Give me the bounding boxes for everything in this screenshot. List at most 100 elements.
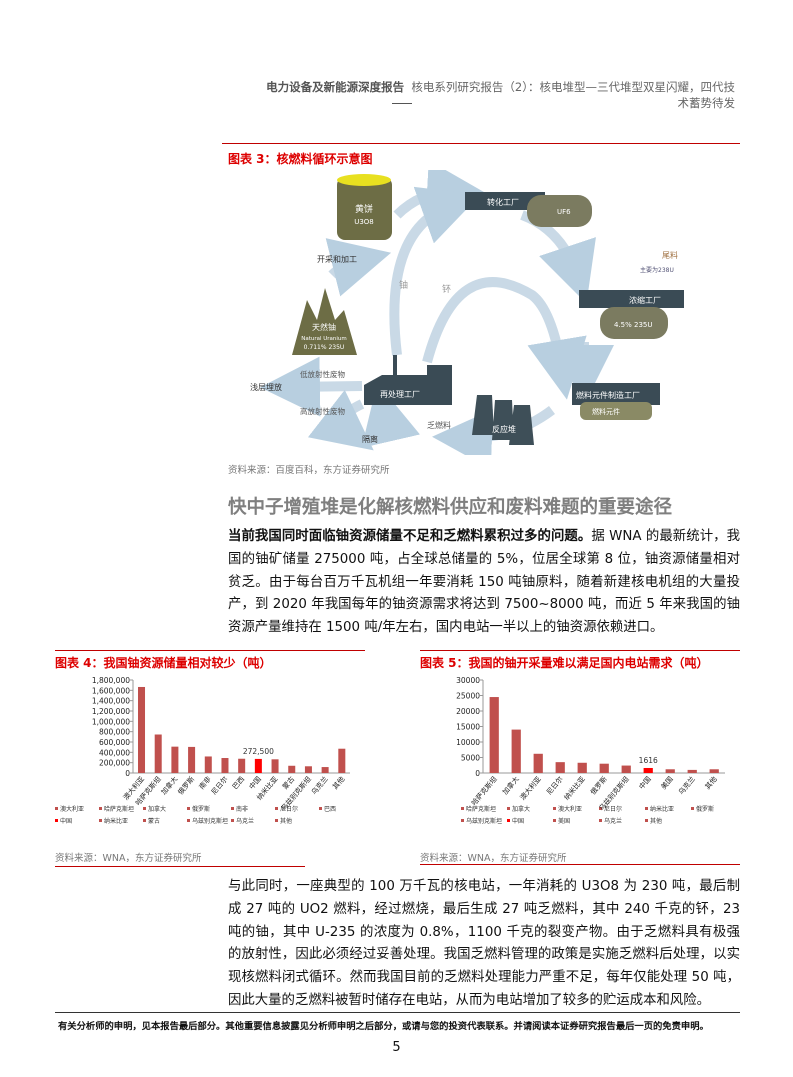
legend-entry: 美国 xyxy=(558,817,570,825)
section-heading: 快中子增殖堆是化解核燃料供应和废料难题的重要途径 xyxy=(228,497,673,518)
legend-swatch xyxy=(55,807,58,810)
bar-10 xyxy=(304,766,312,773)
svg-text:隔离: 隔离 xyxy=(362,434,378,444)
figure3-source: 资料来源：百度百科，东方证券研究所 xyxy=(228,465,390,476)
y-tick-label: 10000 xyxy=(456,738,480,747)
x-tick-label: 美国 xyxy=(659,775,675,792)
svg-text:尾料: 尾料 xyxy=(662,250,678,260)
x-tick-label: 其他 xyxy=(330,775,346,792)
data-label: 1616 xyxy=(639,756,658,765)
legend-entry: 纳米比亚 xyxy=(104,817,128,825)
svg-text:UF6: UF6 xyxy=(557,208,571,216)
bar-6 xyxy=(238,758,246,773)
bar-8 xyxy=(665,769,675,773)
bar-0 xyxy=(138,686,146,773)
x-tick-label: 乌克兰 xyxy=(676,775,696,797)
bar-5 xyxy=(599,763,609,773)
svg-text:U3O8: U3O8 xyxy=(354,218,374,226)
y-tick-label: 1,600,000 xyxy=(92,686,130,695)
reprocessing-plant-icon: 再处理工厂 xyxy=(364,355,452,405)
svg-text:浅层埋放: 浅层埋放 xyxy=(250,382,282,392)
bar-10 xyxy=(709,769,719,773)
y-tick-label: 200,000 xyxy=(99,759,130,768)
y-tick-label: 1,800,000 xyxy=(92,676,130,685)
figure4-title: 图表 4：我国铀资源储量相对较少（吨） xyxy=(55,656,272,670)
header-dash xyxy=(392,103,412,104)
legend-entry: 南非 xyxy=(236,805,248,813)
y-tick-label: 5000 xyxy=(461,754,480,763)
bar-6 xyxy=(621,765,631,773)
legend-entry: 纳米比亚 xyxy=(650,805,674,813)
svg-text:钚: 钚 xyxy=(442,283,451,295)
figure4-rule xyxy=(55,650,365,651)
y-tick-label: 1,200,000 xyxy=(92,707,130,716)
natural-uranium-mountain-icon: 天然铀 Natural Uranium 0.711% 235U xyxy=(292,288,357,355)
page-number: 5 xyxy=(392,1040,401,1055)
y-tick-label: 0 xyxy=(125,769,130,778)
data-label: 272,500 xyxy=(243,747,274,756)
x-tick-label: 其他 xyxy=(703,775,719,792)
uranium-production-chart: 050001000015000200002500030000哈萨克斯坦哈萨克斯坦… xyxy=(456,676,725,825)
svg-text:黄饼: 黄饼 xyxy=(355,203,373,215)
legend-swatch xyxy=(461,807,464,810)
report-title: 核电系列研究报告（2）：核电堆型—三代堆型双星闪耀，四代技术蓄势待发 xyxy=(411,80,735,110)
x-tick-label: 蒙古 xyxy=(280,775,296,792)
legend-swatch xyxy=(231,819,234,822)
svg-text:浓缩工厂: 浓缩工厂 xyxy=(629,295,661,305)
svg-text:天然铀: 天然铀 xyxy=(312,322,336,332)
legend-swatch xyxy=(275,819,278,822)
uranium-reserves-chart: 0200,000400,000600,000800,0001,000,0001,… xyxy=(55,676,350,825)
svg-text:Natural Uranium: Natural Uranium xyxy=(301,336,347,342)
legend-swatch xyxy=(599,819,602,822)
svg-text:开采和加工: 开采和加工 xyxy=(317,254,357,264)
legend-swatch xyxy=(143,807,146,810)
bar-1 xyxy=(511,729,521,773)
legend-entry: 乌兹别克斯坦 xyxy=(466,817,502,825)
bar-2 xyxy=(171,746,179,773)
svg-text:乏燃料: 乏燃料 xyxy=(427,420,451,430)
legend-swatch xyxy=(645,819,648,822)
bar-3 xyxy=(188,746,196,773)
bar-4 xyxy=(577,762,587,773)
legend-entry: 哈萨克斯坦 xyxy=(104,805,134,813)
svg-text:高放射性废物: 高放射性废物 xyxy=(300,406,345,416)
paragraph-2: 与此同时，一座典型的 100 万千瓦的核电站，一年消耗的 U3O8 为 230 … xyxy=(228,879,740,1008)
svg-text:铀: 铀 xyxy=(399,279,408,291)
legend-entry: 乌兹别克斯坦 xyxy=(192,817,228,825)
x-tick-label: 尼日尔 xyxy=(209,775,229,797)
footer-disclaimer: 有关分析师的申明，见本报告最后部分。其他重要信息披露见分析师申明之后部分，或请与… xyxy=(58,1021,709,1032)
x-tick-label: 加拿大 xyxy=(500,775,520,797)
bar-3 xyxy=(555,762,565,773)
svg-text:主要为238U: 主要为238U xyxy=(640,266,674,274)
yellowcake-drum-icon: 黄饼 U3O8 xyxy=(337,174,392,240)
legend-entry: 乌克兰 xyxy=(236,817,254,825)
legend-entry: 俄罗斯 xyxy=(696,805,714,813)
bar-11 xyxy=(321,767,329,773)
x-tick-label: 中国 xyxy=(637,775,653,792)
x-tick-label: 巴西 xyxy=(231,775,246,791)
report-type: 电力设备及新能源深度报告 xyxy=(266,80,405,94)
x-tick-label: 澳大利亚 xyxy=(518,775,543,802)
legend-swatch xyxy=(99,819,102,822)
legend-swatch xyxy=(319,807,322,810)
report-header: 电力设备及新能源深度报告 核电系列研究报告（2）：核电堆型—三代堆型双星闪耀，四… xyxy=(265,79,735,111)
reactor-icon: 反应堆 xyxy=(472,395,534,445)
y-tick-label: 30000 xyxy=(456,676,480,685)
x-tick-label: 尼日尔 xyxy=(544,775,564,797)
bar-8 xyxy=(271,759,279,773)
y-tick-label: 400,000 xyxy=(99,748,130,757)
x-tick-label: 哈萨克斯坦 xyxy=(469,775,498,808)
svg-text:燃料元件: 燃料元件 xyxy=(592,407,620,416)
legend-entry: 巴西 xyxy=(324,806,336,813)
bar-4 xyxy=(204,756,212,773)
legend-entry: 澳大利亚 xyxy=(558,805,582,813)
x-tick-label: 纳米比亚 xyxy=(562,775,587,802)
svg-text:4.5% 235U: 4.5% 235U xyxy=(614,321,653,329)
y-tick-label: 25000 xyxy=(456,692,480,701)
svg-text:再处理工厂: 再处理工厂 xyxy=(380,389,420,399)
bar-9 xyxy=(687,769,697,773)
legend-entry: 哈萨克斯坦 xyxy=(466,805,496,813)
